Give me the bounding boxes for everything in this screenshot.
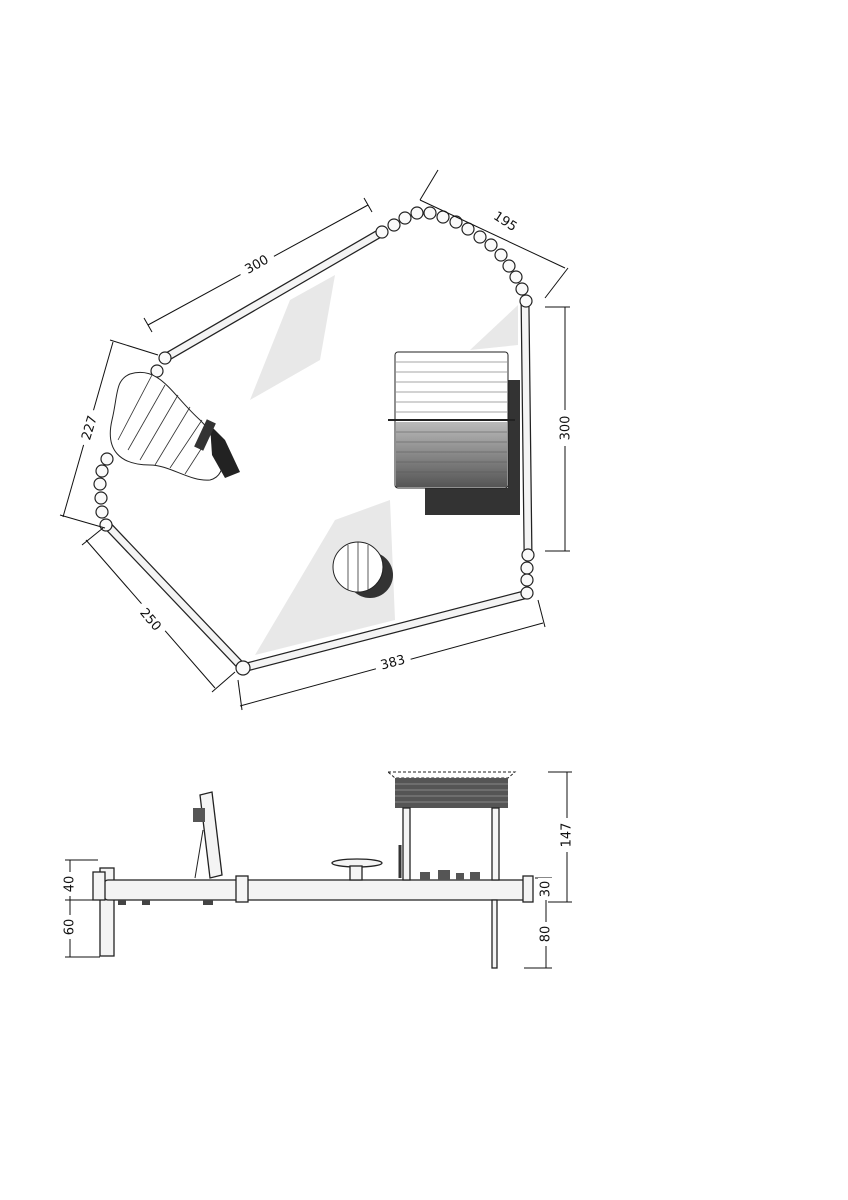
dimension-label: 40 xyxy=(63,876,78,893)
ground-beam xyxy=(103,879,530,901)
slide-platform xyxy=(109,371,240,481)
dimension-left: 227 xyxy=(59,339,159,529)
roof-elevation xyxy=(386,771,517,969)
round-table-elevation xyxy=(331,845,402,881)
border-logs xyxy=(103,227,533,673)
dimension-label: 383 xyxy=(379,653,407,674)
dimension-label: 147 xyxy=(560,823,575,848)
posts xyxy=(93,206,535,676)
dimension-left-lower: 60 xyxy=(62,900,100,958)
dimension-bottom-left: 250 xyxy=(81,527,236,693)
shadow-area xyxy=(470,305,518,350)
dimension-beam-height: 30 xyxy=(535,877,554,902)
slide-shadow xyxy=(210,425,240,478)
dimension-right: 300 xyxy=(545,306,574,552)
dimension-label: 80 xyxy=(539,926,554,943)
shadow-area xyxy=(250,275,335,400)
dimension-label: 30 xyxy=(539,881,554,898)
dimension-post-depth: 80 xyxy=(524,902,554,969)
dimension-bottom: 383 xyxy=(237,599,546,711)
dimension-roof-height: 147 xyxy=(548,771,575,903)
dimension-label: 227 xyxy=(79,414,101,442)
plan-view: 300 195 227 300 250 xyxy=(59,169,574,711)
dimension-label: 300 xyxy=(559,416,574,441)
dimension-top-right: 195 xyxy=(419,169,569,299)
dimension-label: 60 xyxy=(63,919,78,936)
dimension-top-left: 300 xyxy=(143,197,373,333)
round-seat xyxy=(332,541,393,598)
slide-elevation xyxy=(193,791,223,879)
shadow-area xyxy=(255,500,395,655)
roofed-structure xyxy=(388,351,520,515)
elevation-view: 40 60 147 30 80 xyxy=(62,771,575,969)
dimension-left-upper: 40 xyxy=(62,859,98,901)
